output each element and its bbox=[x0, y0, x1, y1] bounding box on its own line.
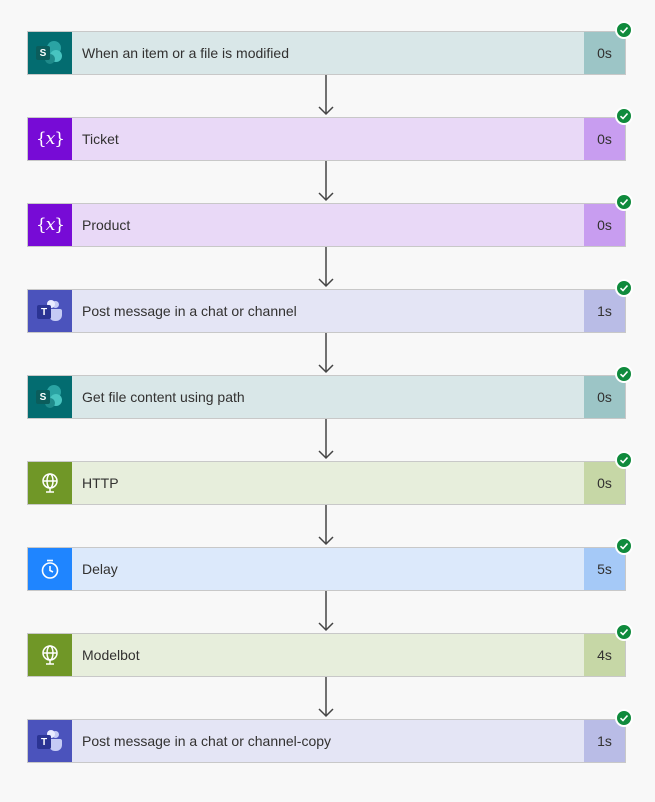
connector-arrow-icon bbox=[318, 247, 334, 288]
success-check-icon bbox=[615, 365, 633, 383]
step-duration: 5s bbox=[584, 548, 625, 590]
http-globe-icon bbox=[28, 462, 72, 504]
connector-arrow-icon bbox=[318, 161, 334, 202]
step-duration: 0s bbox=[584, 376, 625, 418]
teams-icon: T bbox=[28, 290, 72, 332]
success-check-icon bbox=[615, 279, 633, 297]
step-title: When an item or a file is modified bbox=[72, 32, 584, 74]
step-duration: 0s bbox=[584, 462, 625, 504]
variable-icon: {x} bbox=[28, 118, 72, 160]
connector-arrow-icon bbox=[318, 75, 334, 116]
variable-icon: {x} bbox=[28, 204, 72, 246]
step-duration: 0s bbox=[584, 32, 625, 74]
step-title: HTTP bbox=[72, 462, 584, 504]
sharepoint-icon: S bbox=[28, 32, 72, 74]
step-title: Delay bbox=[72, 548, 584, 590]
http-globe-icon bbox=[28, 634, 72, 676]
step-title: Ticket bbox=[72, 118, 584, 160]
step-title: Get file content using path bbox=[72, 376, 584, 418]
step-title: Modelbot bbox=[72, 634, 584, 676]
step-duration: 4s bbox=[584, 634, 625, 676]
success-check-icon bbox=[615, 451, 633, 469]
step-duration: 1s bbox=[584, 720, 625, 762]
sharepoint-icon: S bbox=[28, 376, 72, 418]
timer-icon bbox=[28, 548, 72, 590]
success-check-icon bbox=[615, 193, 633, 211]
step-duration: 0s bbox=[584, 118, 625, 160]
connector-arrow-icon bbox=[318, 419, 334, 460]
connector-arrow-icon bbox=[318, 677, 334, 718]
step-title: Product bbox=[72, 204, 584, 246]
success-check-icon bbox=[615, 21, 633, 39]
teams-icon: T bbox=[28, 720, 72, 762]
success-check-icon bbox=[615, 623, 633, 641]
success-check-icon bbox=[615, 107, 633, 125]
connector-arrow-icon bbox=[318, 505, 334, 546]
connector-arrow-icon bbox=[318, 591, 334, 632]
step-title: Post message in a chat or channel bbox=[72, 290, 584, 332]
step-title: Post message in a chat or channel-copy bbox=[72, 720, 584, 762]
step-duration: 0s bbox=[584, 204, 625, 246]
success-check-icon bbox=[615, 537, 633, 555]
success-check-icon bbox=[615, 709, 633, 727]
connector-arrow-icon bbox=[318, 333, 334, 374]
step-duration: 1s bbox=[584, 290, 625, 332]
